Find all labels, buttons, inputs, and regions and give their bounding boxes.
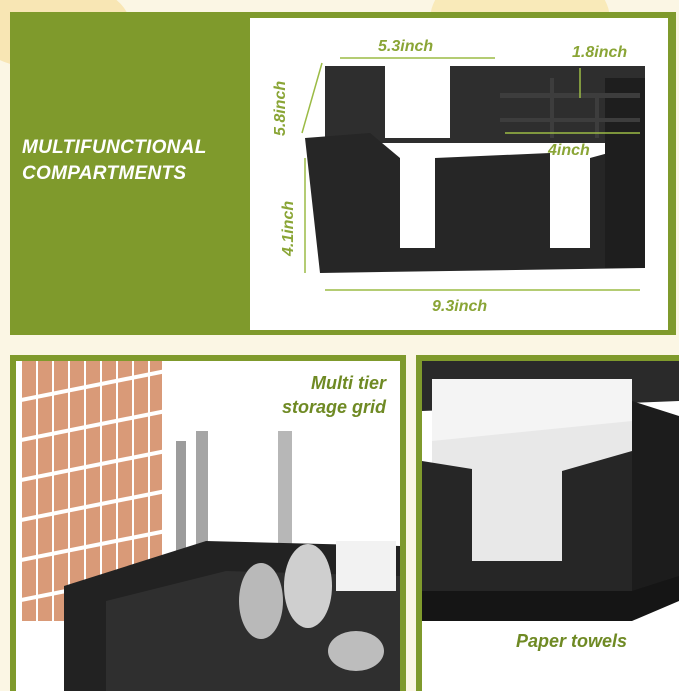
organizer-drawing (301, 57, 645, 291)
dimensions-panel: MULTIFUNCTIONAL COMPARTMENTS 5.3inch 1.8… (10, 12, 676, 335)
napkin-holder-left (422, 451, 632, 591)
caption-line-1: Multi tier (311, 373, 386, 393)
dim-compartment-width: 4inch (548, 142, 590, 159)
serrated-tool (176, 441, 186, 621)
features-title: MULTIFUNCTIONAL COMPARTMENTS (22, 135, 207, 187)
dim-height: 4.1inch (280, 200, 297, 256)
dim-compartment-height: 1.8inch (572, 44, 628, 61)
storage-grid-photo: Multi tier storage grid (16, 361, 400, 691)
dim-arrow-depth (301, 62, 323, 134)
dim-length: 9.3inch (432, 298, 488, 315)
compartment-divider (500, 118, 640, 122)
product-dimension-illustration: 5.3inch 1.8inch 4inch 5.8inch 4.1inch 9.… (250, 18, 668, 330)
napkins (336, 541, 396, 591)
spoon (328, 631, 384, 671)
compartment-divider (550, 78, 554, 138)
spoon (284, 544, 332, 628)
compartment-divider (500, 93, 640, 98)
spoon (239, 563, 283, 639)
paper-towels-caption: Paper towels (516, 631, 628, 651)
paper-towels-panel: Paper towels (416, 355, 679, 691)
caption-line-2: storage grid (281, 397, 386, 417)
napkin-holder-photo (422, 361, 679, 691)
napkin-holder-base (422, 576, 679, 621)
napkin-holder-right (632, 401, 679, 596)
organizer-front (305, 133, 645, 273)
compartment-divider (595, 93, 599, 138)
dim-top-width: 5.3inch (378, 38, 434, 55)
paper-towels-photo: Paper towels (422, 361, 679, 691)
dim-depth: 5.8inch (272, 80, 289, 136)
storage-grid-caption: Multi tier storage grid (282, 371, 386, 419)
utensils-photo (16, 361, 400, 691)
straw-stripes (16, 369, 167, 603)
storage-grid-panel: Multi tier storage grid (10, 355, 406, 691)
organizer-right-face (605, 78, 645, 268)
title-line-1: MULTIFUNCTIONAL (22, 137, 207, 158)
title-line-2: COMPARTMENTS (22, 163, 187, 184)
organizer-back-wall (325, 66, 645, 143)
